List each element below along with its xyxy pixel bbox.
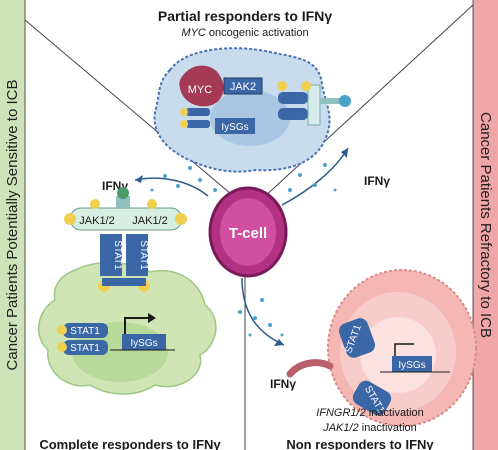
left-panel-title: Complete responders to IFNγ	[39, 437, 221, 450]
left-side-band	[0, 0, 25, 450]
jak2-box	[223, 77, 263, 95]
right-panel-title: Non responders to IFNγ	[286, 437, 434, 450]
left-promoter-arrow	[124, 317, 148, 334]
nuc-stat-label-a: STAT1	[70, 326, 100, 337]
right-stat-a	[339, 318, 375, 358]
left-jak-a: JAK1/2	[79, 215, 114, 227]
top-ligand	[339, 95, 351, 107]
left-isgs-box	[122, 334, 166, 350]
stat-label-b: STAT1	[138, 240, 149, 270]
left-isgs-label: IySGs	[130, 338, 157, 349]
nuc-stat-a	[63, 323, 108, 338]
top-panel-subtitle: MYC oncogenic activation	[181, 27, 308, 39]
arrow-to-top-head	[341, 148, 348, 158]
ifng-bottom-label: IFNγ	[270, 377, 296, 391]
top-receptor-a	[278, 92, 308, 104]
left-phospho-2	[175, 213, 187, 225]
nuc-stat-b	[63, 340, 108, 355]
cytokine-dots	[150, 163, 337, 337]
tcell-inner	[220, 198, 276, 266]
stat-box-a	[100, 234, 122, 276]
left-receptor	[116, 196, 130, 208]
top-phospho-a	[180, 108, 188, 116]
top-isgs-box	[215, 118, 255, 134]
top-phospho-b	[180, 120, 188, 128]
top-phospho-c	[277, 81, 287, 91]
arrow-to-right-head	[274, 339, 284, 346]
right-stat-b	[352, 380, 392, 416]
left-phospho-1	[64, 213, 76, 225]
top-membrane	[307, 84, 321, 126]
arrow-to-left	[134, 177, 209, 197]
ifng-top-right-label: IFNγ	[364, 174, 390, 188]
divider-left	[24, 19, 251, 211]
right-notes-2: JAK1/2 inactivation	[322, 422, 417, 434]
tcell-label: T-cell	[229, 225, 267, 242]
left-promoter-arrowhead	[148, 313, 156, 323]
myc-blob	[179, 65, 224, 107]
top-receptor-stalk	[320, 98, 340, 104]
arrow-to-right	[241, 277, 285, 346]
left-jak-b: JAK1/2	[132, 215, 167, 227]
right-side-label: Cancer Patients Refractory to ICB	[477, 112, 494, 338]
nuc-stat-label-b: STAT1	[70, 343, 100, 354]
stat-box-b	[126, 234, 148, 276]
right-notes-1: IFNGR1/2 inactivation	[316, 407, 424, 419]
right-isgs-label: IySGs	[398, 360, 425, 371]
right-side-band	[473, 0, 498, 450]
top-isgs-label: IySGs	[221, 122, 248, 133]
right-truncated-receptor	[286, 359, 334, 378]
right-isgs-box	[392, 356, 432, 372]
top-receptor-b	[278, 108, 308, 120]
left-ligand	[117, 187, 129, 199]
stat-base	[102, 278, 146, 286]
top-stat-pill-a	[186, 108, 210, 116]
right-nucleus	[360, 317, 436, 393]
left-phospho-4	[147, 199, 157, 209]
stat-label-a: STAT1	[112, 240, 123, 270]
top-phospho-d	[301, 81, 311, 91]
left-phospho-7	[57, 325, 67, 335]
divider-right	[249, 4, 474, 211]
left-phospho-8	[57, 342, 67, 352]
right-promoter-line	[394, 343, 414, 356]
left-side-label: Cancer Patients Potentially Sensitive to…	[4, 80, 21, 371]
top-panel-title: Partial responders to IFNγ	[158, 8, 332, 24]
myc-label: MYC	[188, 84, 213, 96]
arrow-to-left-head	[135, 175, 143, 183]
jak2-label: JAK2	[230, 81, 256, 93]
left-phospho-3	[90, 199, 100, 209]
top-stat-pill-b	[186, 120, 210, 128]
